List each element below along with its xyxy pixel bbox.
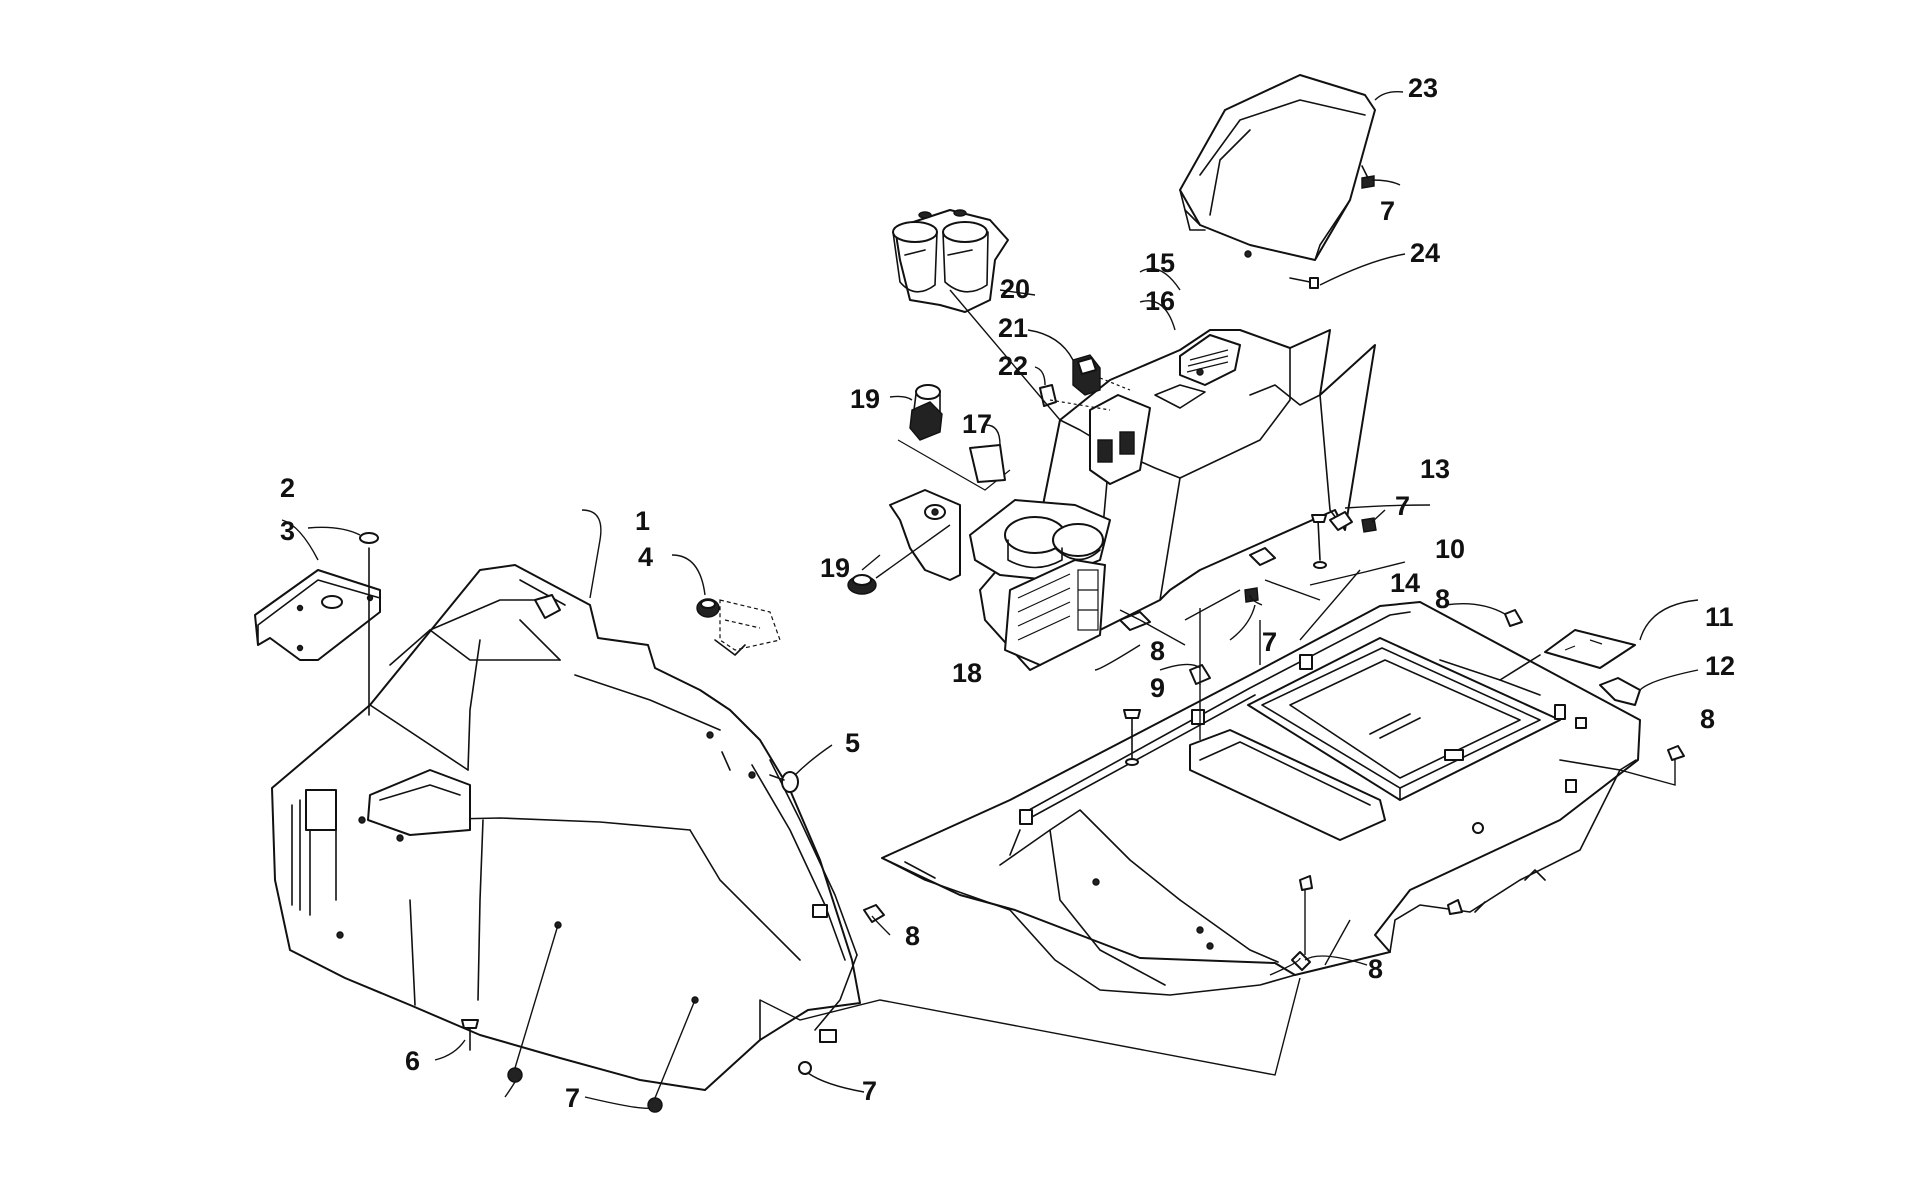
callout-21: 21 — [998, 313, 1028, 343]
callout-22: 22 — [998, 351, 1028, 381]
callout-13: 13 — [1420, 454, 1450, 484]
callout-8-e: 8 — [1368, 954, 1383, 984]
screw-part-24 — [1289, 277, 1319, 289]
mounting-bracket-part — [254, 569, 381, 661]
callout-3: 3 — [280, 516, 295, 546]
callout-20: 20 — [1000, 274, 1030, 304]
callout-7-a: 7 — [565, 1083, 580, 1113]
callout-4: 4 — [638, 542, 653, 572]
callout-7-f: 7 — [1262, 627, 1277, 657]
callout-7-b: 7 — [862, 1076, 877, 1106]
switch-part-21 — [1072, 354, 1101, 396]
floor-tray-part — [881, 601, 1641, 996]
callout-8-d: 8 — [1700, 704, 1715, 734]
callout-24: 24 — [1410, 238, 1440, 268]
label-part-11 — [1544, 629, 1636, 669]
bolt-part-5 — [769, 771, 799, 793]
callout-9: 9 — [1150, 673, 1165, 703]
callout-19-a: 19 — [850, 384, 880, 414]
outlet-cap-part-19 — [847, 524, 951, 595]
cup-holder-insert-part-20 — [892, 209, 1009, 313]
screw-part-9 — [1123, 709, 1141, 766]
plug-part — [359, 532, 379, 716]
callout-10: 10 — [1435, 534, 1465, 564]
front-shroud-part — [271, 564, 861, 1091]
callout-23: 23 — [1408, 73, 1438, 103]
callout-labels: 1 2 3 4 5 6 7 7 7 7 7 8 8 8 8 8 9 10 11 … — [280, 73, 1735, 1113]
callout-7-c: 7 — [1262, 627, 1277, 657]
callout-8-b: 8 — [1150, 636, 1165, 666]
callout-1: 1 — [635, 506, 650, 536]
callout-7-d: 7 — [1395, 491, 1410, 521]
leader-lines — [281, 90, 1699, 1109]
callout-12: 12 — [1705, 651, 1735, 681]
side-panel-plate — [889, 489, 961, 581]
callout-18: 18 — [952, 658, 982, 688]
callout-16: 16 — [1145, 286, 1175, 316]
screw-part-7-cover — [1361, 165, 1375, 189]
callout-6: 6 — [405, 1046, 420, 1076]
center-console-part — [969, 329, 1376, 671]
callout-11: 11 — [1705, 602, 1734, 632]
clip-part-8-left — [863, 904, 885, 923]
callout-8-c: 8 — [1435, 584, 1450, 614]
grommet-part — [696, 598, 781, 656]
callout-2: 2 — [280, 473, 295, 503]
label-part-17 — [969, 444, 1006, 483]
cover-part-23 — [1179, 74, 1376, 261]
callout-15: 15 — [1145, 248, 1175, 278]
clip-part-12 — [1599, 677, 1641, 706]
screw-part-6 — [461, 1019, 479, 1051]
callout-14: 14 — [1390, 568, 1420, 598]
callout-8-a: 8 — [905, 921, 920, 951]
callout-7-e: 7 — [1380, 196, 1395, 226]
callout-17: 17 — [962, 409, 992, 439]
callout-19-b: 19 — [820, 553, 850, 583]
switch-blank-part-22 — [1039, 384, 1057, 407]
callout-5: 5 — [845, 728, 860, 758]
